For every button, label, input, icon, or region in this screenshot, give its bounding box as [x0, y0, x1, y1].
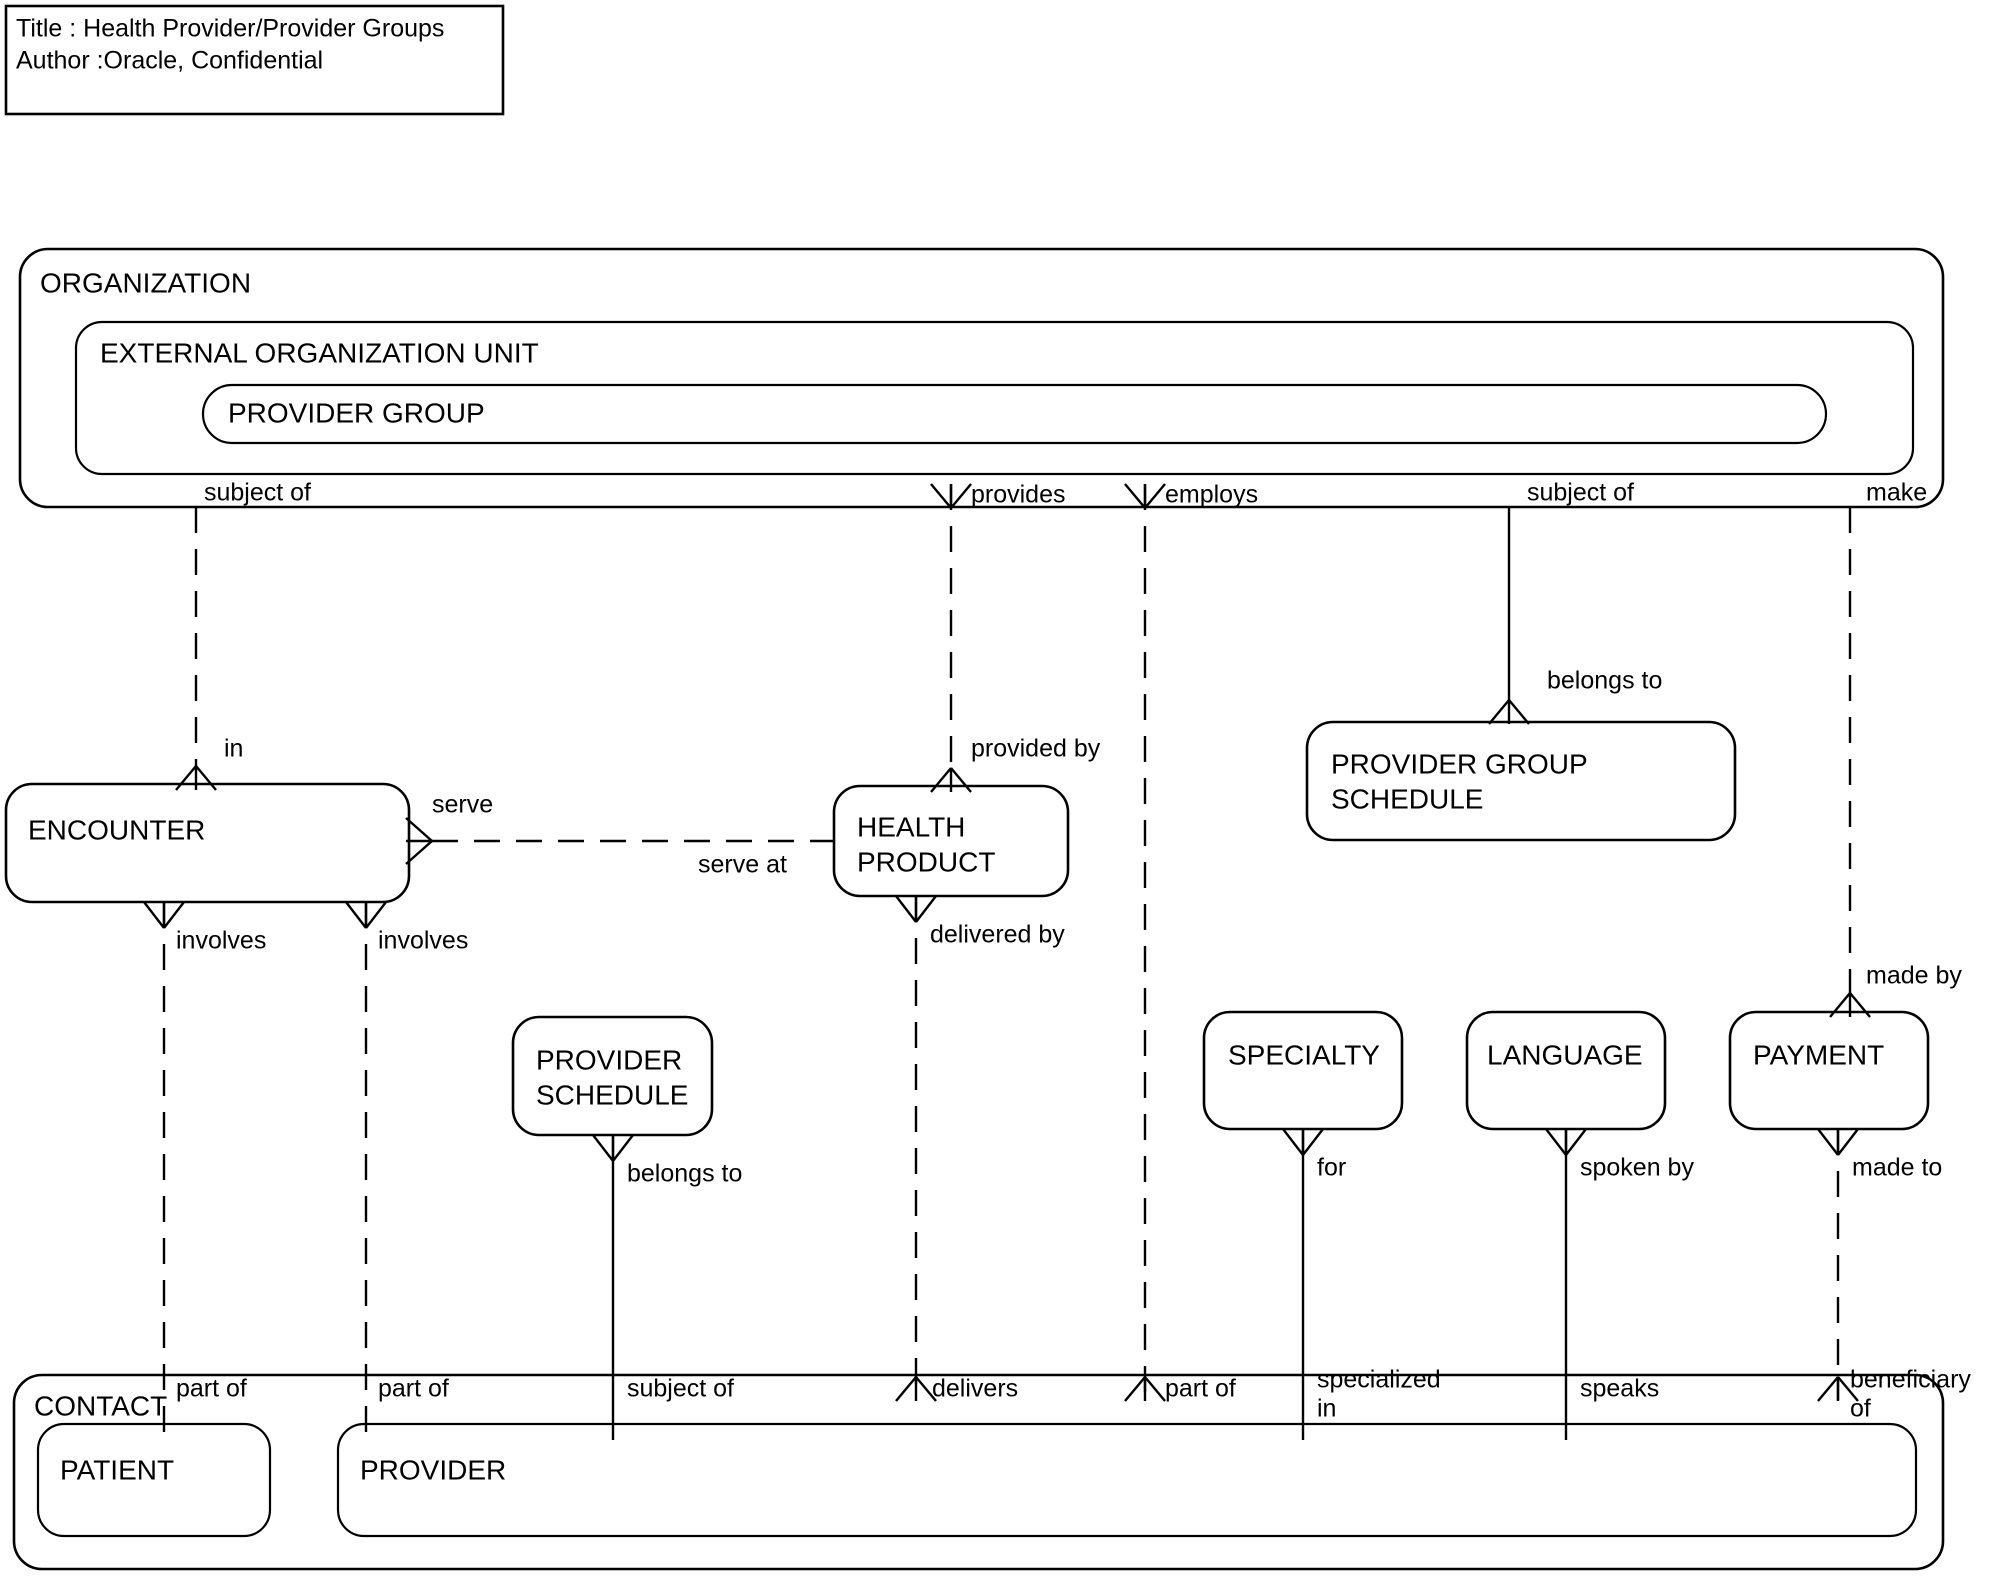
label-org-provides: provides: [971, 481, 1066, 509]
label-payment-made-by: made by: [1866, 962, 1962, 990]
crowfoot-health-product-delivered-by: [895, 895, 937, 923]
label-org-make: make: [1866, 479, 1927, 507]
entity-patient-label: PATIENT: [60, 1454, 174, 1485]
crowfoot-payment-made-to: [1817, 1128, 1859, 1156]
label-contact-specialized-in-2: in: [1317, 1395, 1336, 1423]
entity-provider[interactable]: [336, 1422, 1918, 1538]
crowfoot-encounter-involves-1: [143, 901, 185, 929]
label-contact-beneficiary-1: beneficiary: [1850, 1366, 1971, 1394]
label-pgs-belongs-to: belongs to: [1547, 667, 1662, 695]
crowfoot-provider-delivers: [895, 1376, 937, 1402]
label-encounter-in: in: [224, 735, 243, 763]
crowfoot-encounter-serve: [405, 817, 433, 865]
entity-organization-label: ORGANIZATION: [40, 267, 251, 298]
entity-external-organization-unit[interactable]: [74, 320, 1915, 476]
entity-provider-group-label: PROVIDER GROUP: [228, 397, 485, 428]
entity-contact-label: CONTACT: [34, 1390, 167, 1421]
label-contact-speaks: speaks: [1580, 1375, 1659, 1403]
label-ps-belongs-to: belongs to: [627, 1160, 742, 1188]
entity-provider-group-schedule-label-1: PROVIDER GROUP: [1331, 748, 1588, 779]
entity-provider-group-schedule-label-2: SCHEDULE: [1331, 783, 1483, 814]
crowfoot-pgs-belongs-to: [1488, 699, 1530, 725]
label-contact-beneficiary-2: of: [1850, 1395, 1871, 1423]
label-health-product-provided-by: provided by: [971, 735, 1101, 763]
label-org-employs: employs: [1165, 481, 1258, 509]
entity-payment[interactable]: [1728, 1010, 1930, 1131]
crowfoot-encounter-involves-2: [345, 901, 387, 929]
entity-provider-schedule-label-2: SCHEDULE: [536, 1079, 688, 1110]
entity-language[interactable]: [1465, 1010, 1667, 1131]
crowfoot-provider-schedule-belongs-to: [592, 1134, 634, 1162]
crowfoot-encounter-in: [175, 765, 217, 791]
label-org-subject-of-1: subject of: [204, 479, 311, 507]
crowfoot-payment-made-by: [1829, 992, 1871, 1018]
entity-language-label: LANGUAGE: [1487, 1039, 1643, 1070]
entity-patient[interactable]: [36, 1422, 272, 1538]
label-encounter-involves-2: involves: [378, 927, 468, 955]
label-health-product-serve-at: serve at: [698, 851, 787, 879]
entity-provider-group-schedule[interactable]: [1305, 720, 1737, 842]
crowfoot-contact-beneficiary-of: [1817, 1376, 1859, 1402]
entity-health-product-label-2: PRODUCT: [857, 846, 995, 877]
crowfoot-org-employs: [1124, 483, 1166, 509]
label-language-spoken-by: spoken by: [1580, 1154, 1694, 1182]
entity-external-organization-unit-label: EXTERNAL ORGANIZATION UNIT: [100, 337, 539, 368]
entity-provider-schedule-label-1: PROVIDER: [536, 1044, 682, 1075]
entity-encounter[interactable]: [4, 782, 411, 904]
label-contact-part-of-1: part of: [176, 1375, 247, 1403]
crowfoot-org-provides: [930, 483, 972, 509]
label-encounter-serve: serve: [432, 791, 493, 819]
label-health-product-delivered-by: delivered by: [930, 921, 1065, 949]
label-specialty-for: for: [1317, 1154, 1346, 1182]
entity-payment-label: PAYMENT: [1753, 1039, 1884, 1070]
entity-specialty-label: SPECIALTY: [1228, 1039, 1380, 1070]
label-contact-specialized-in-1: specialized: [1317, 1366, 1441, 1394]
entity-provider-label: PROVIDER: [360, 1454, 506, 1485]
label-org-subject-of-2: subject of: [1527, 479, 1634, 507]
crowfoot-language-spoken-by: [1545, 1128, 1587, 1156]
label-contact-part-of-2: part of: [378, 1375, 449, 1403]
entity-provider-group[interactable]: [201, 383, 1828, 445]
label-payment-made-to: made to: [1852, 1154, 1942, 1182]
label-contact-subject-of: subject of: [627, 1375, 734, 1403]
crowfoot-provider-part-of-3: [1124, 1376, 1166, 1402]
crowfoot-health-product-provided-by: [930, 767, 972, 793]
entity-encounter-label: ENCOUNTER: [28, 814, 205, 845]
crowfoot-specialty-for: [1282, 1128, 1324, 1156]
entity-contact[interactable]: [12, 1373, 1945, 1571]
entity-provider-schedule[interactable]: [511, 1015, 714, 1137]
title-box: [4, 4, 505, 116]
label-contact-part-of-3: part of: [1165, 1375, 1236, 1403]
entity-specialty[interactable]: [1202, 1010, 1404, 1131]
entity-organization[interactable]: [18, 247, 1945, 509]
label-encounter-involves-1: involves: [176, 927, 266, 955]
label-contact-delivers: delivers: [932, 1375, 1018, 1403]
entity-health-product-label-1: HEALTH: [857, 811, 965, 842]
diagram-author-text: Author :Oracle, Confidential: [16, 47, 323, 75]
diagram-title-text: Title : Health Provider/Provider Groups: [16, 15, 444, 43]
